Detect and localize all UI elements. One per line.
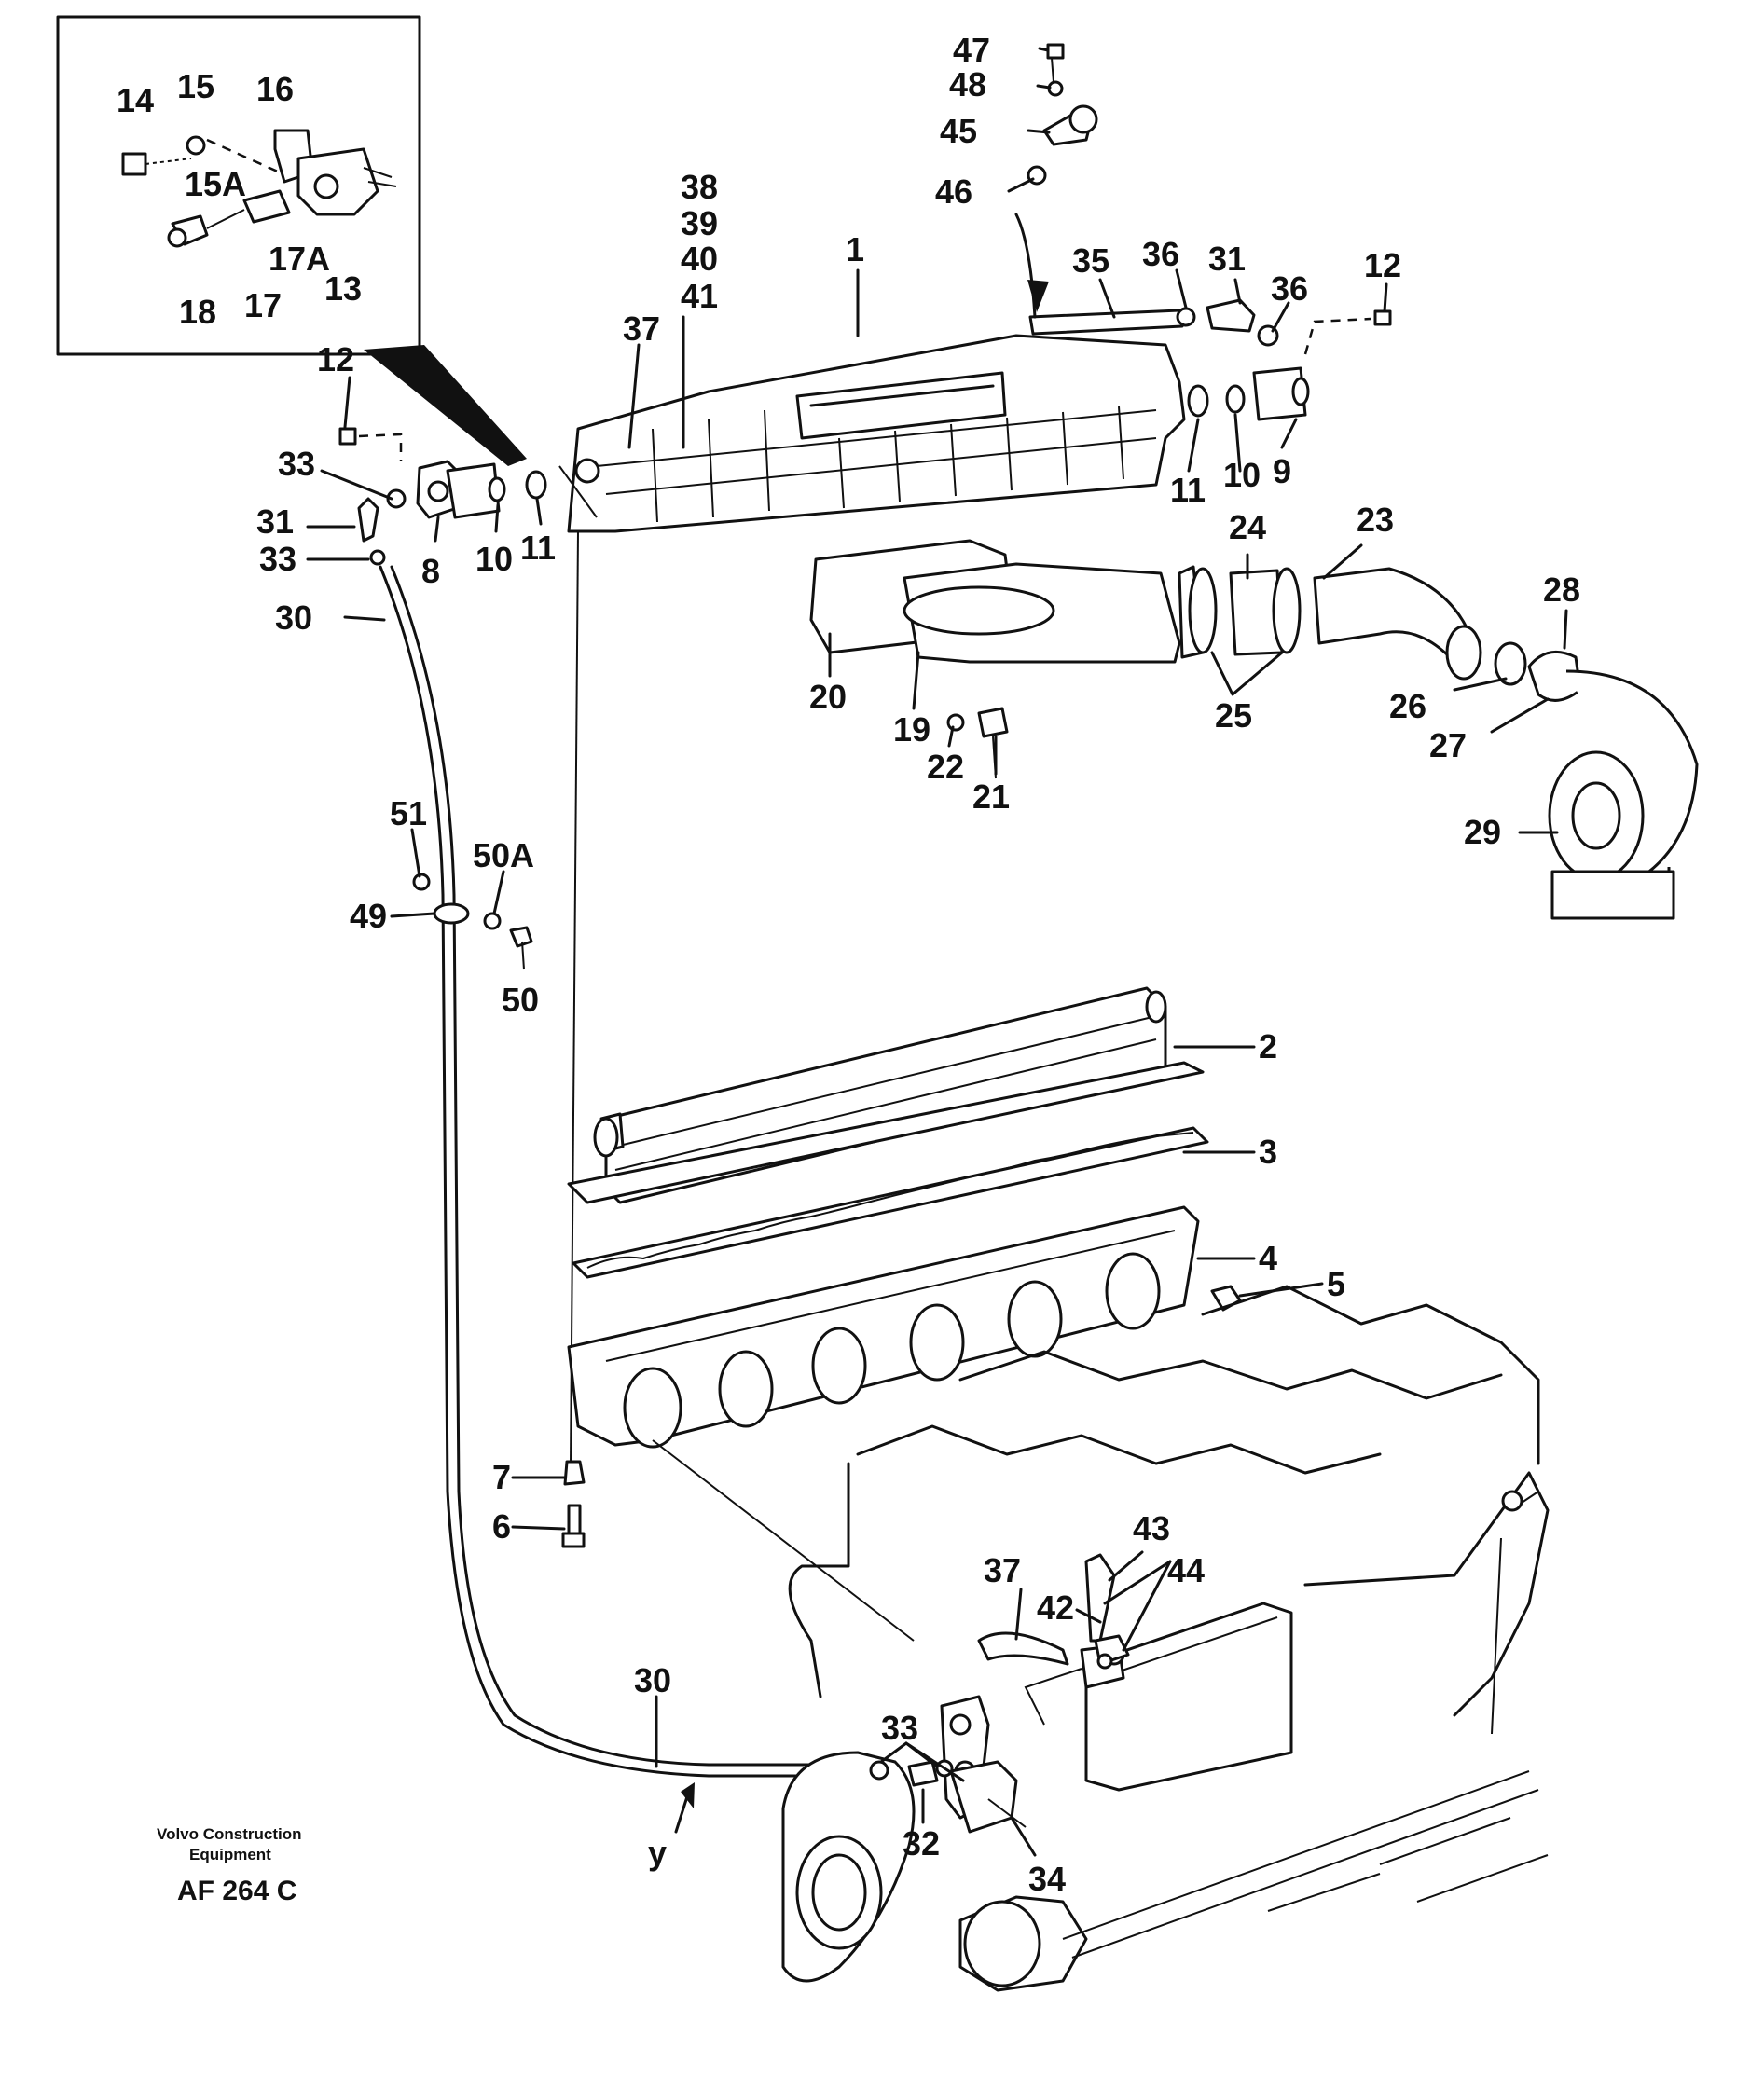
- label-11-right: 11: [1170, 471, 1206, 509]
- label-9: 9: [1273, 452, 1291, 490]
- label-16: 16: [256, 70, 294, 108]
- label-36-left: 36: [1142, 235, 1179, 273]
- label-22: 22: [927, 748, 964, 786]
- label-32: 32: [903, 1824, 940, 1863]
- label-13: 13: [324, 269, 362, 308]
- label-17: 17: [244, 286, 282, 324]
- label-27: 27: [1429, 726, 1467, 764]
- detail-inset: [56, 15, 421, 356]
- label-20: 20: [809, 678, 847, 716]
- label-19: 19: [893, 710, 930, 749]
- label-21: 21: [972, 777, 1010, 816]
- label-4: 4: [1259, 1239, 1277, 1277]
- label-30-lower: 30: [634, 1661, 671, 1699]
- drawing-code: AF 264 C: [177, 1876, 296, 1906]
- label-31-right: 31: [1208, 240, 1246, 278]
- label-12-right: 12: [1364, 246, 1401, 284]
- label-26: 26: [1389, 687, 1426, 725]
- charge-air-cooler: [567, 986, 1209, 1279]
- label-37-bottom: 37: [984, 1551, 1021, 1589]
- intake-elbow-and-hoses: [809, 539, 1699, 920]
- label-48: 48: [949, 65, 986, 103]
- label-42: 42: [1037, 1588, 1074, 1627]
- label-2: 2: [1259, 1027, 1277, 1066]
- label-43: 43: [1133, 1509, 1170, 1547]
- bolts-6-7: [561, 1460, 586, 1548]
- label-34: 34: [1028, 1860, 1066, 1898]
- label-11-left: 11: [520, 529, 556, 567]
- label-3: 3: [1259, 1133, 1277, 1171]
- label-14: 14: [117, 81, 154, 119]
- label-23: 23: [1357, 501, 1394, 539]
- label-39: 39: [681, 204, 718, 242]
- label-40: 40: [681, 240, 718, 278]
- label-41: 41: [681, 277, 718, 315]
- left-connection: [338, 427, 598, 566]
- label-25: 25: [1215, 696, 1252, 735]
- pipe-35-assembly: [1014, 213, 1392, 421]
- label-29: 29: [1464, 813, 1501, 851]
- label-10-right: 10: [1223, 456, 1261, 494]
- label-38: 38: [681, 168, 718, 206]
- label-49: 49: [350, 897, 387, 935]
- leader-lines: [306, 47, 1568, 1857]
- label-1: 1: [846, 230, 864, 268]
- label-45: 45: [940, 112, 977, 150]
- pipe-30: [379, 565, 878, 1834]
- label-5: 5: [1327, 1265, 1345, 1303]
- label-51: 51: [390, 794, 427, 832]
- label-33-upper: 33: [278, 445, 315, 483]
- engine-block: [652, 1285, 1550, 1992]
- label-10-left: 10: [475, 540, 513, 578]
- footer: Volvo Construction Equipment AF 264 C: [157, 1825, 302, 1906]
- label-37-top: 37: [623, 309, 660, 348]
- label-44: 44: [1167, 1551, 1205, 1589]
- label-50: 50: [502, 981, 539, 1019]
- label-8: 8: [421, 552, 440, 590]
- company-name-line2: Equipment: [189, 1846, 271, 1863]
- label-24: 24: [1229, 508, 1266, 546]
- air-intake-housing: [567, 334, 1186, 1464]
- label-15: 15: [177, 67, 214, 105]
- label-12-left: 12: [317, 340, 354, 378]
- label-6: 6: [492, 1507, 511, 1546]
- label-17a: 17A: [269, 240, 330, 278]
- label-30-upper: 30: [275, 598, 312, 637]
- label-47: 47: [953, 31, 990, 69]
- label-35: 35: [1072, 241, 1109, 280]
- label-18: 18: [179, 293, 216, 331]
- company-name-line1: Volvo Construction: [157, 1825, 302, 1843]
- part-number-labels: 14 15 16 15A 17A 18 17 13 47 48 45 46 1 …: [117, 31, 1580, 1898]
- top-valve-assembly: [1027, 43, 1098, 186]
- label-7: 7: [492, 1458, 511, 1496]
- label-31-left: 31: [256, 502, 294, 541]
- intake-manifold: [567, 1205, 1242, 1449]
- label-50a: 50A: [473, 836, 534, 874]
- label-33-bottom: 33: [881, 1709, 918, 1747]
- label-15a: 15A: [185, 165, 246, 203]
- label-36-right: 36: [1271, 269, 1308, 308]
- view-arrow-label: y: [648, 1834, 667, 1872]
- label-46: 46: [935, 172, 972, 211]
- label-33-lower: 33: [259, 540, 296, 578]
- label-28: 28: [1543, 571, 1580, 609]
